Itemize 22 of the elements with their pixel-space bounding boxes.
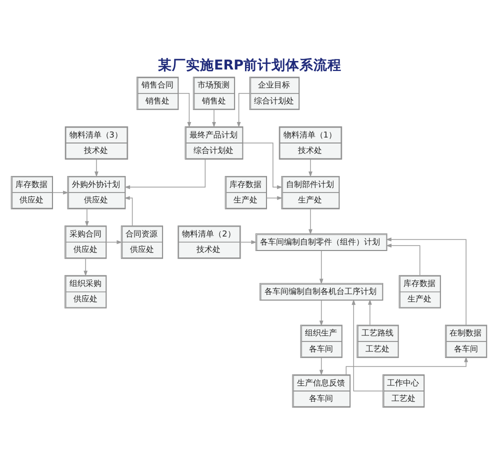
arrow (124, 196, 133, 226)
arrow (386, 244, 420, 276)
arrow (368, 299, 372, 326)
diagram-title: 某厂实施ERP前计划体系流程 (158, 58, 342, 74)
arrow (346, 356, 468, 375)
arrow (106, 240, 122, 244)
arrow (85, 208, 89, 227)
arrow (308, 208, 312, 235)
arrow (124, 159, 206, 190)
arrow (319, 300, 324, 326)
arrow (352, 299, 384, 392)
arrow (94, 159, 98, 178)
arrow (242, 142, 283, 190)
arrow (308, 159, 312, 178)
arrow (266, 196, 283, 200)
arrow (319, 250, 324, 284)
arrow (52, 190, 69, 195)
arrow (84, 258, 88, 276)
arrow (319, 358, 324, 376)
arrow (240, 240, 257, 244)
arrow (212, 110, 216, 128)
arrow (386, 238, 466, 326)
